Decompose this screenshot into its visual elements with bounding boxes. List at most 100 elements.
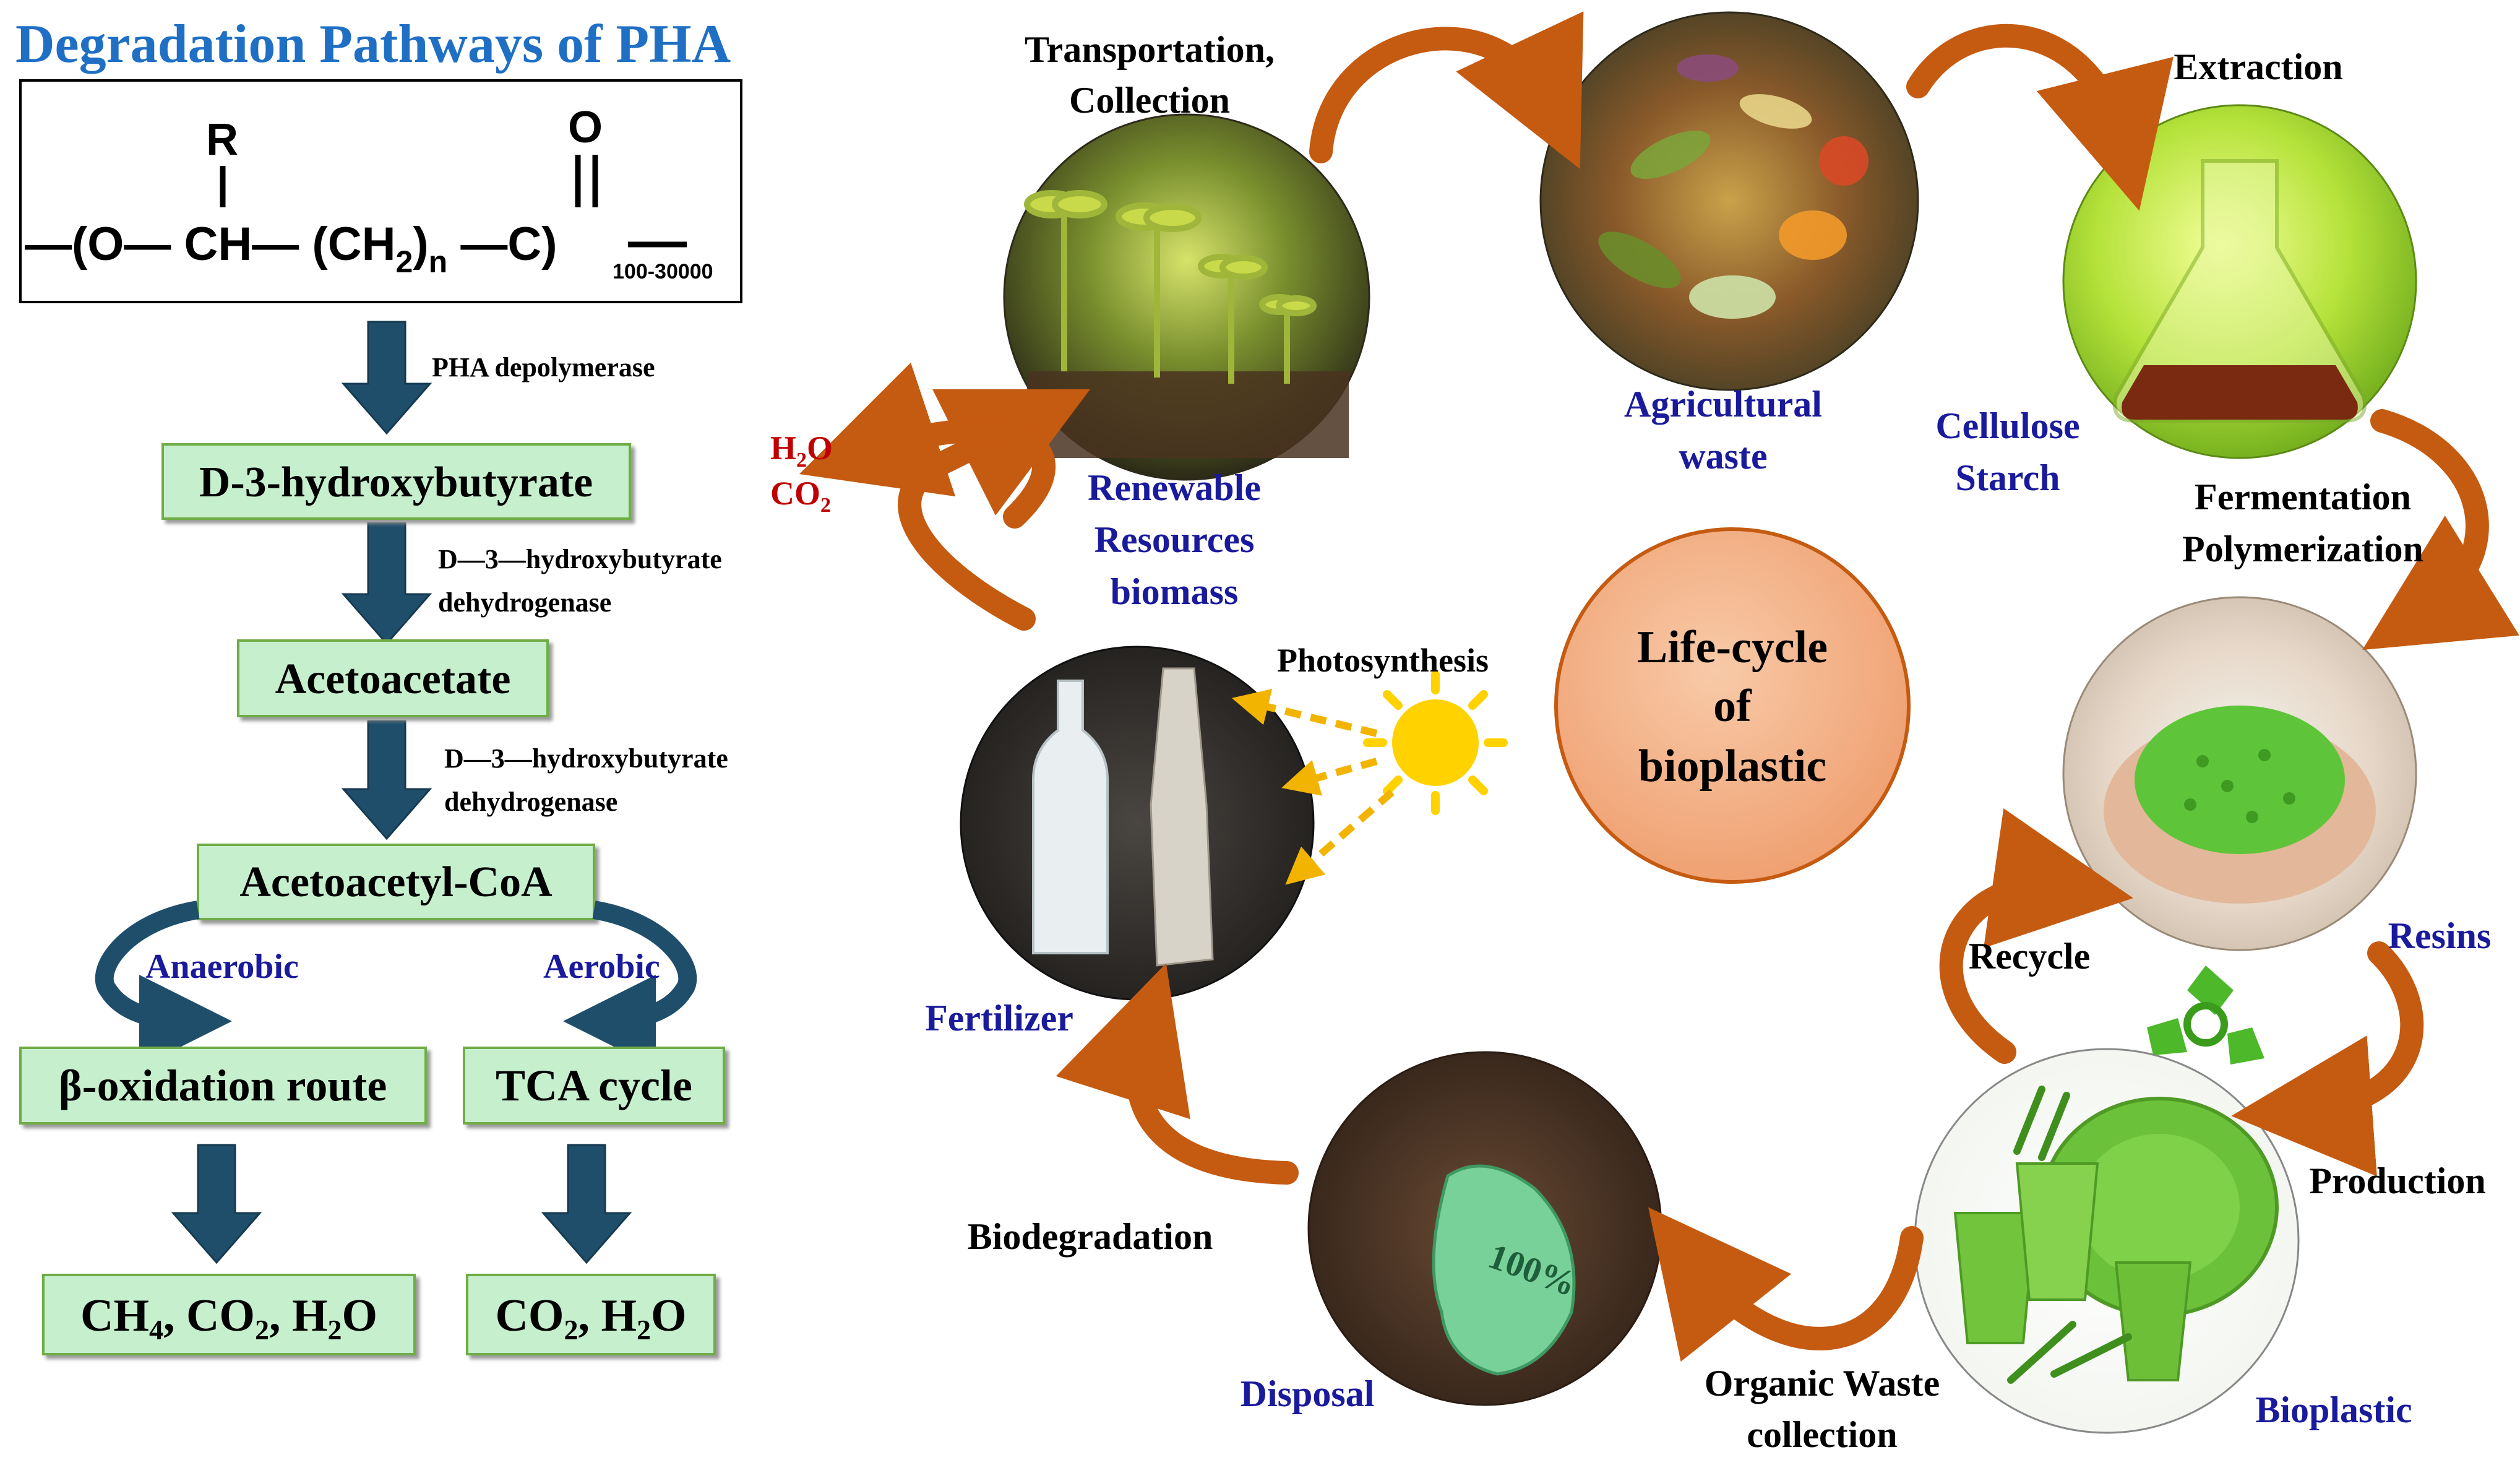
arrow-disposal-to-fertilizer bbox=[1056, 963, 1299, 1185]
label-renewable-1: Renewable bbox=[1088, 467, 1261, 508]
label-renewable-3: biomass bbox=[1111, 571, 1239, 612]
arrow-resins-to-production bbox=[2231, 941, 2424, 1177]
box-tca-cycle-label: TCA cycle bbox=[496, 1061, 692, 1110]
label-biodegradation: Biodegradation bbox=[968, 1216, 1213, 1257]
label-agri-1: Agricultural bbox=[1624, 384, 1822, 425]
box-products-anaerobic-label: CH4, CO2, H2O bbox=[80, 1290, 377, 1346]
photo-fertilizer bbox=[960, 646, 1315, 1001]
bioplastic-plate-inner bbox=[2079, 1134, 2240, 1280]
photosynthesis-rays bbox=[1231, 688, 1395, 885]
bioplastic-cup-2 bbox=[2015, 1162, 2099, 1301]
sun-rays bbox=[1363, 670, 1508, 815]
label-anaerobic: Anaerobic bbox=[145, 948, 299, 986]
enzyme-dehydrogenase-2b: dehydrogenase bbox=[444, 787, 617, 817]
compostable-bag bbox=[1432, 1164, 1576, 1376]
bioplastic-cup-1 bbox=[1953, 1212, 2037, 1344]
arrow-down-5 bbox=[541, 1144, 632, 1264]
recycle-icon bbox=[2147, 965, 2264, 1065]
label-fermentation: Fermentation bbox=[2195, 477, 2411, 517]
box-products-aerobic bbox=[466, 1274, 716, 1355]
sun-icon bbox=[1363, 670, 1508, 815]
label-aerobic: Aerobic bbox=[543, 948, 660, 986]
enzyme-dehydrogenase-2a: D—3—hydroxybutyrate bbox=[444, 743, 728, 774]
photo-seedlings bbox=[1003, 113, 1370, 481]
label-photosynthesis: Photosynthesis bbox=[1277, 642, 1489, 679]
label-h2o: H2O bbox=[770, 430, 833, 472]
fertilizer-photo-circle bbox=[960, 646, 1315, 1001]
formula-degree: 100-30000 bbox=[613, 260, 713, 283]
pathway-title: Degradation Pathways of PHA bbox=[15, 14, 731, 74]
formula-r-group: R bbox=[206, 115, 238, 165]
photo-disposal: 100% bbox=[1307, 1051, 1662, 1406]
bioplastic-cup-3 bbox=[2114, 1261, 2192, 1381]
label-resins: Resins bbox=[2388, 915, 2492, 956]
formula-box bbox=[19, 79, 742, 303]
agri-waste-photo-circle bbox=[1539, 11, 1919, 391]
box-products-aerobic-label: CO2, H2O bbox=[495, 1290, 686, 1346]
fertilizer-degraded bbox=[1150, 667, 1214, 967]
enzyme-dehydrogenase-1b: dehydrogenase bbox=[438, 587, 611, 618]
arrow-anaerobic-curve bbox=[95, 901, 232, 1068]
enzyme-depolymerase: PHA depolymerase bbox=[432, 352, 655, 382]
label-bioplastic: Bioplastic bbox=[2255, 1389, 2412, 1430]
arrow-down-1 bbox=[341, 321, 432, 435]
label-production: Production bbox=[2309, 1160, 2486, 1201]
center-line-1: Life-cycle bbox=[1637, 622, 1828, 673]
arrow-down-4 bbox=[171, 1144, 262, 1264]
seedling-sprouts bbox=[1024, 190, 1317, 384]
label-cellulose: Cellulose bbox=[1935, 405, 2079, 446]
label-polymerization: Polymerization bbox=[2182, 529, 2423, 569]
arrow-recycle bbox=[1939, 808, 2133, 1064]
label-starch: Starch bbox=[1956, 457, 2060, 498]
box-tca-cycle bbox=[463, 1047, 725, 1125]
label-extraction: Extraction bbox=[2174, 46, 2342, 87]
photo-agri-waste bbox=[1539, 11, 1919, 391]
fertilizer-bottle bbox=[1032, 680, 1109, 954]
arrow-bioplastic-to-disposal bbox=[1648, 1207, 1924, 1362]
label-transport-2: Collection bbox=[1069, 80, 1230, 121]
ray-3 bbox=[1285, 789, 1395, 885]
arrow-extraction-to-resins bbox=[2362, 409, 2520, 650]
box-acetoacetyl-coa bbox=[197, 844, 595, 920]
label-organic-waste-2: collection bbox=[1747, 1414, 1897, 1455]
label-transport-1: Transportation, bbox=[1025, 29, 1275, 70]
photo-resins bbox=[2062, 596, 2417, 951]
arrow-down-3 bbox=[341, 720, 432, 840]
photo-bioplastic bbox=[1914, 1048, 2300, 1434]
pathway-arrows bbox=[171, 321, 632, 1264]
label-fertilizer: Fertilizer bbox=[925, 998, 1073, 1039]
waste-fragments bbox=[1598, 54, 1868, 319]
arrow-to-gases bbox=[799, 362, 1056, 529]
box-beta-oxidation-label: β-oxidation route bbox=[59, 1061, 387, 1110]
lifecycle-labels: Transportation, Collection Extraction Re… bbox=[770, 29, 2491, 1455]
enzyme-dehydrogenase-1a: D—3—hydroxybutyrate bbox=[438, 544, 722, 574]
seedling-soil bbox=[1027, 371, 1349, 458]
box-hydroxybutyrate bbox=[161, 443, 631, 520]
ray-1 bbox=[1231, 688, 1378, 737]
flask-shape bbox=[2113, 159, 2367, 423]
arrow-waste-to-extraction bbox=[1906, 24, 2174, 211]
box-products-anaerobic bbox=[42, 1274, 416, 1355]
center-circle bbox=[1554, 527, 1911, 884]
arrow-transport-to-waste bbox=[1309, 11, 1584, 170]
box-acetoacetate-label: Acetoacetate bbox=[275, 655, 511, 703]
bioplastic-cutlery bbox=[2007, 1086, 2132, 1384]
sun-core bbox=[1392, 699, 1479, 786]
pha-structural-formula: R O —(O— CH— (CH2)n —C) 100-30000 bbox=[25, 103, 713, 283]
box-acetoacetate bbox=[237, 639, 549, 717]
label-organic-waste-1: Organic Waste bbox=[1705, 1363, 1940, 1404]
center-line-3: bioplastic bbox=[1638, 741, 1826, 792]
formula-carbonyl-o: O bbox=[568, 103, 603, 152]
label-disposal: Disposal bbox=[1241, 1373, 1375, 1414]
photo-flask bbox=[2062, 104, 2417, 459]
label-renewable-2: Resources bbox=[1094, 519, 1255, 560]
box-hydroxybutyrate-label: D-3-hydroxybutyrate bbox=[199, 459, 593, 506]
label-agri-2: waste bbox=[1679, 436, 1767, 477]
label-recycle: Recycle bbox=[1969, 936, 2091, 977]
label-co2: CO2 bbox=[770, 475, 831, 517]
arrow-down-2 bbox=[341, 522, 432, 646]
box-acetoacetyl-coa-label: Acetoacetyl-CoA bbox=[239, 858, 553, 906]
resin-pellet-dots bbox=[2184, 749, 2295, 823]
cycle-arrows bbox=[799, 11, 2520, 1362]
